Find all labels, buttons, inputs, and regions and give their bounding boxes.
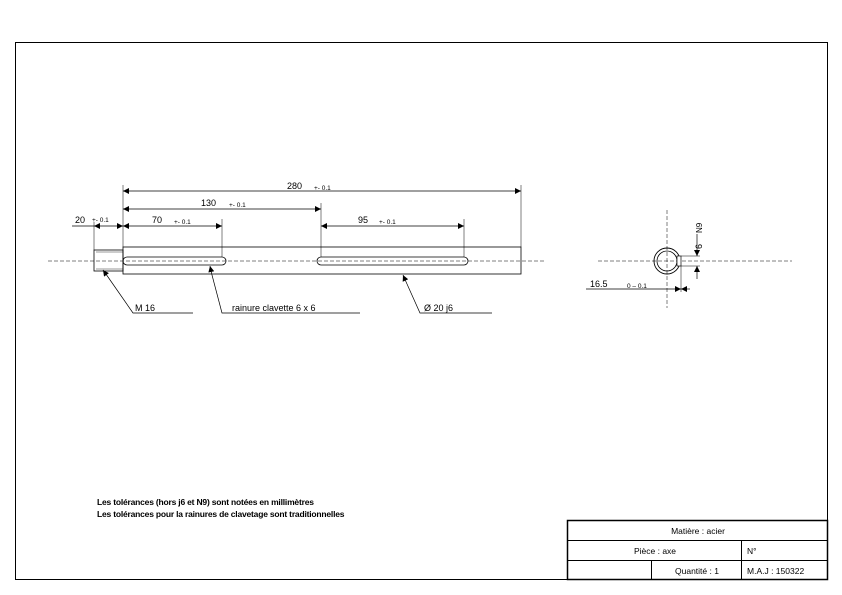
number-label: N° (747, 546, 757, 556)
tolerance-note-1: Les tolérances (hors j6 et N9) sont noté… (97, 497, 314, 507)
threaded-end (93, 249, 124, 272)
dim-70-tol: +- 0.1 (174, 219, 191, 226)
dim-overall-tol: +- 0.1 (314, 185, 331, 192)
tolerance-note-2: Les tolérances pour la rainures de clave… (97, 509, 345, 519)
quantity-label: Quantité : 1 (675, 566, 719, 576)
section-keyway (676, 255, 682, 267)
part-label: Pièce : axe (633, 546, 677, 556)
callout-diameter: Ø 20 j6 (424, 303, 453, 313)
callout-thread: M 16 (135, 303, 155, 313)
left-keyway-slot (122, 256, 227, 266)
dim-20-tol: +- 0.1 (92, 217, 109, 224)
shaft (93, 246, 522, 275)
dim-16-5-value: 16.5 (590, 279, 608, 289)
dim-overall-value: 280 (287, 181, 302, 191)
leader-thread (107, 276, 193, 314)
dim-16-5-tol: 0 – 0.1 (627, 283, 647, 290)
material-label: Matière : acier (671, 526, 725, 536)
leader-diameter (406, 283, 492, 314)
cross-section (653, 247, 682, 275)
leader-keyway (211, 274, 360, 314)
dim-6-tol: N9 (695, 222, 704, 233)
dim-6-value: 6 (694, 244, 704, 249)
drawing-frame (15, 42, 828, 580)
dim-130-value: 130 (201, 198, 216, 208)
dim-130-tol: +- 0.1 (229, 202, 246, 209)
right-keyway-slot (316, 256, 469, 266)
dim-20-value: 20 (75, 215, 85, 225)
extension-lines (93, 185, 522, 257)
dim-95-value: 95 (358, 215, 368, 225)
update-label: M.A.J : 150322 (747, 566, 805, 576)
dim-95-tol: +- 0.1 (379, 219, 396, 226)
callout-keyway: rainure clavette 6 x 6 (232, 303, 316, 313)
title-block (566, 519, 829, 581)
shaft-main-body (122, 246, 522, 275)
dim-70-value: 70 (152, 215, 162, 225)
